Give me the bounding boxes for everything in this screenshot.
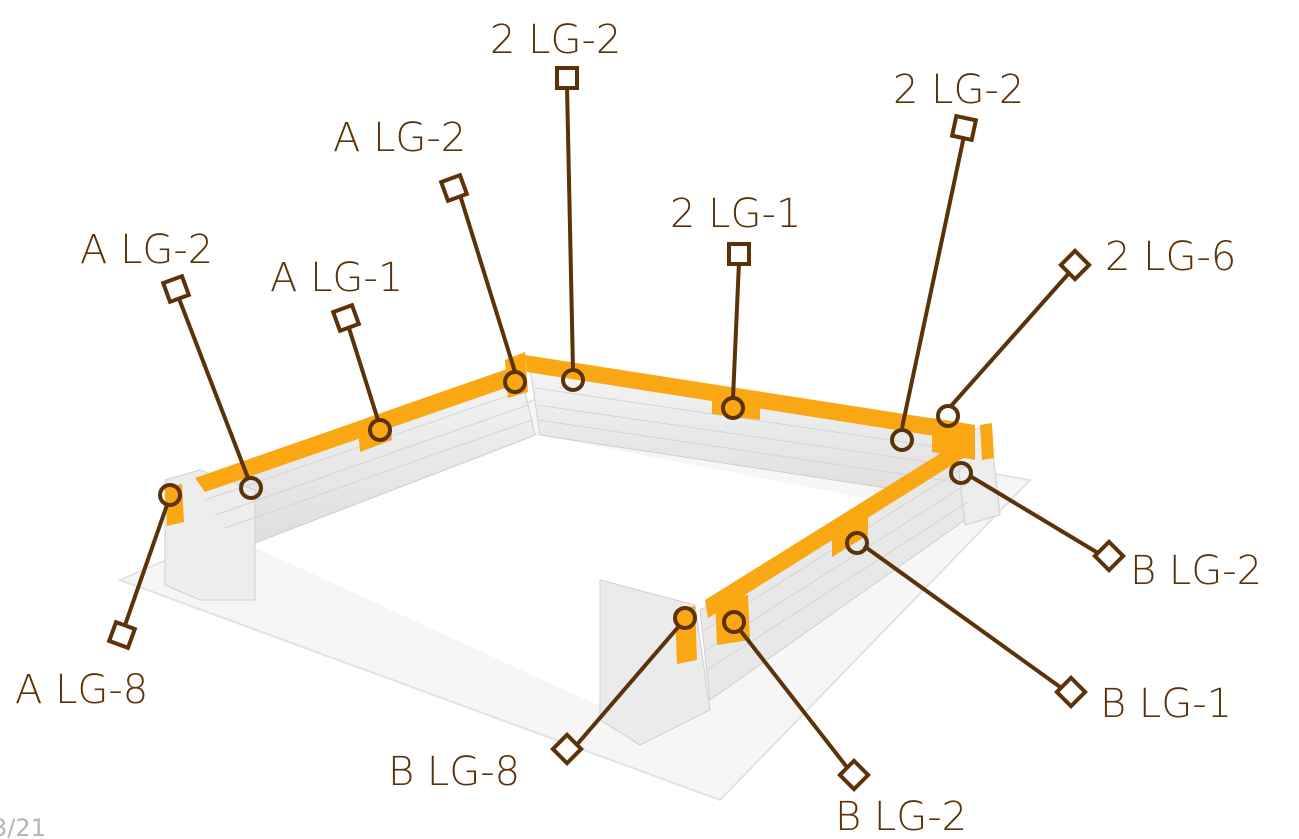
attach-circle	[561, 368, 585, 392]
left-corner-post	[164, 469, 256, 601]
rail-back-left	[195, 368, 520, 492]
label-top-center: 2 LG-2	[490, 17, 621, 63]
floor	[250, 435, 900, 720]
rail-tab-right-corner	[932, 418, 975, 460]
attachment-circles	[158, 368, 973, 634]
attach-circle	[722, 610, 746, 634]
callout-markers	[106, 66, 1126, 792]
label-right-corner: 2 LG-6	[1105, 234, 1236, 280]
square-marker	[727, 242, 751, 266]
attach-circle	[239, 476, 263, 500]
label-bottom-b2: B LG-2	[835, 794, 967, 839]
diamond-marker	[837, 758, 871, 792]
diamond-marker	[550, 732, 584, 766]
diamond-marker	[1092, 539, 1126, 573]
attach-circle	[845, 531, 869, 555]
label-top-right: 2 LG-2	[893, 67, 1024, 113]
rail-tab-right-end	[980, 423, 994, 460]
rail-tab-right-mid	[832, 508, 868, 557]
attach-circle	[673, 606, 697, 630]
square-marker	[438, 172, 470, 204]
square-marker	[330, 302, 362, 334]
square-marker	[106, 619, 138, 651]
label-top-left: A LG-2	[333, 115, 466, 161]
rail-tab-left-mid	[358, 416, 392, 452]
page-number: 3/21	[0, 814, 46, 839]
label-right-b2: B LG-2	[1130, 548, 1262, 594]
label-left-a: A LG-2	[80, 227, 213, 273]
square-marker	[555, 66, 579, 90]
square-marker	[949, 113, 979, 143]
attach-circle	[936, 404, 960, 428]
label-mid-center: 2 LG-1	[670, 191, 801, 237]
attach-circle	[949, 461, 973, 485]
label-bottom-b8: B LG-8	[388, 749, 520, 795]
diamond-marker	[1058, 248, 1092, 282]
attach-circle	[721, 396, 745, 420]
attach-circle	[158, 483, 182, 507]
attach-circle	[503, 370, 527, 394]
label-left-b: A LG-1	[270, 255, 403, 301]
attach-circle	[890, 428, 914, 452]
diamond-marker	[1054, 675, 1088, 709]
attach-circle	[368, 418, 392, 442]
leader-lines	[122, 85, 1105, 777]
label-left-bottom: A LG-8	[15, 667, 148, 713]
rail-tab-front-post	[675, 606, 697, 664]
square-marker	[160, 273, 192, 305]
label-right-b1: B LG-1	[1100, 681, 1232, 727]
